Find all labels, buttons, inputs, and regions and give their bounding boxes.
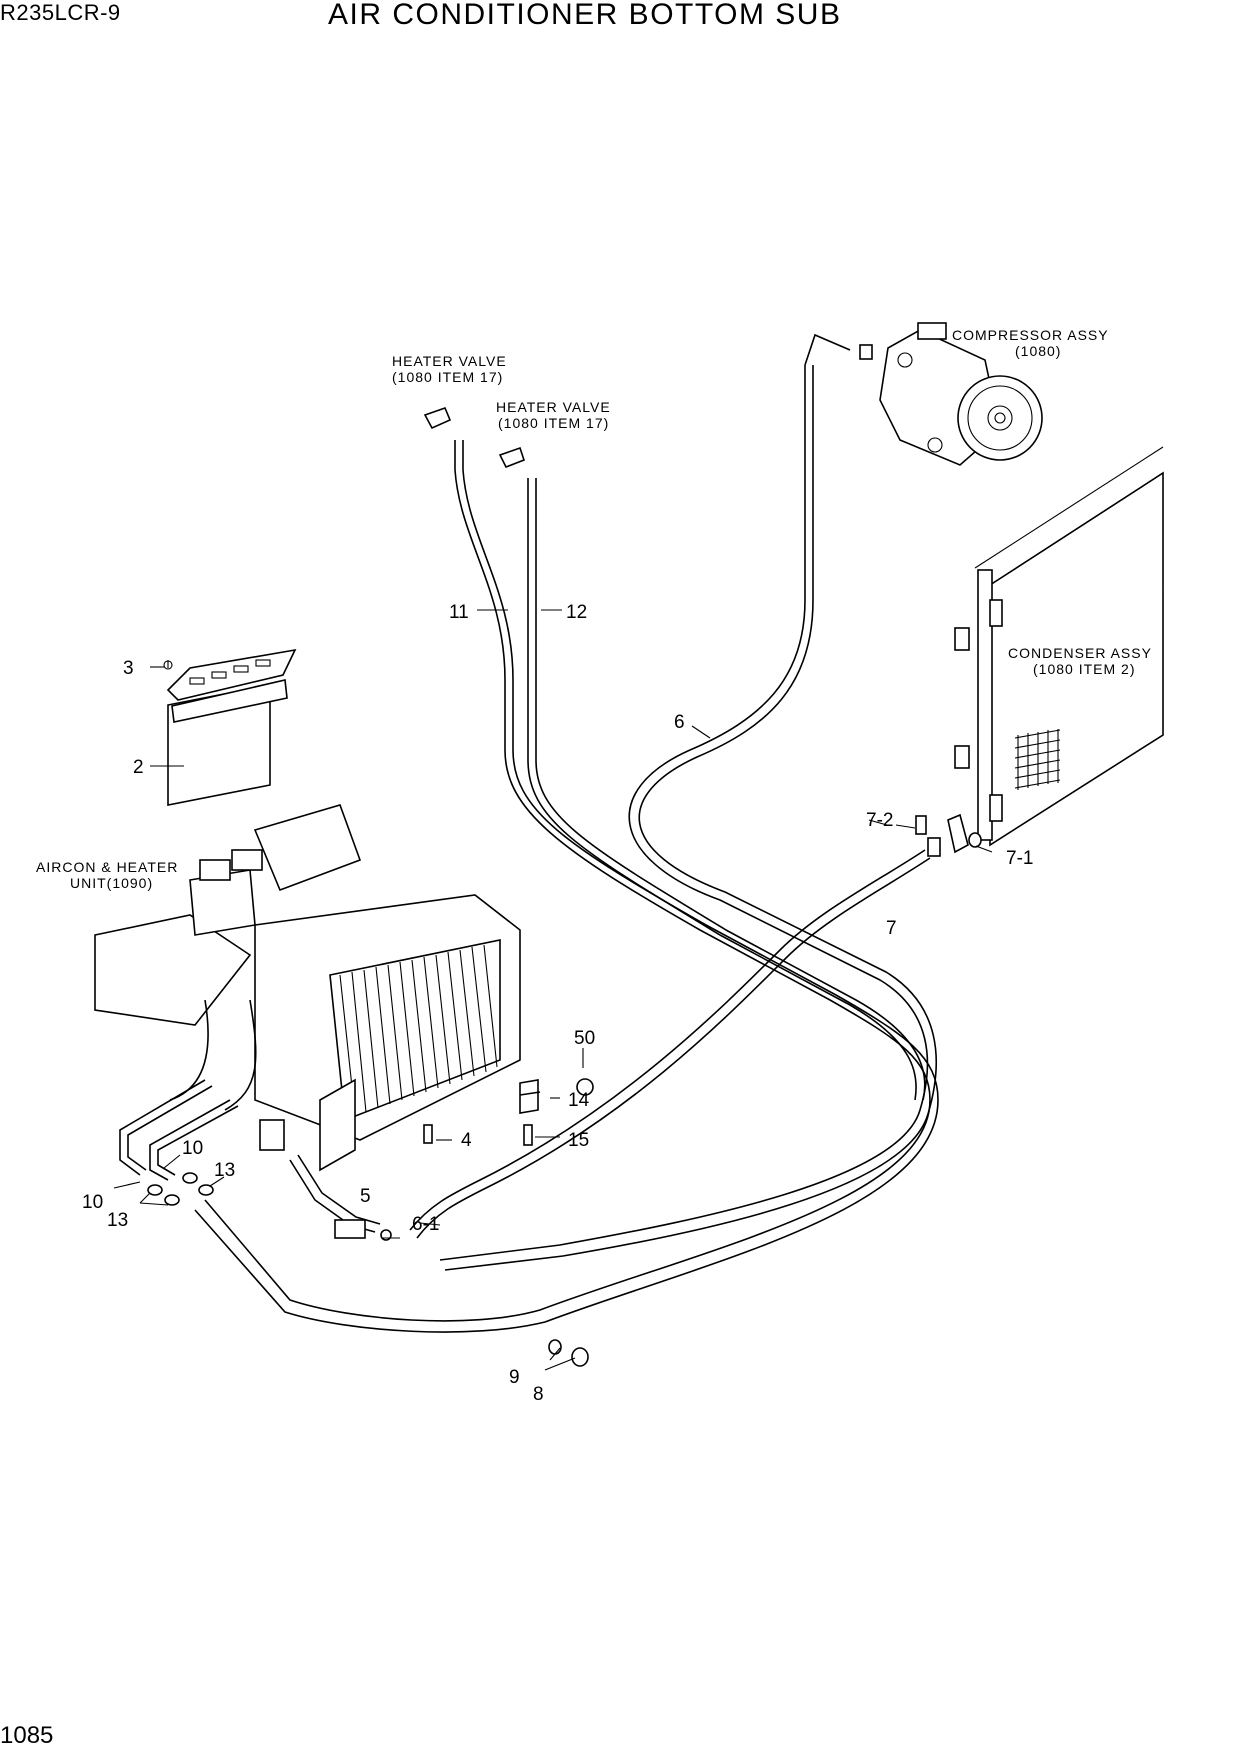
part-number-15: 15 xyxy=(568,1130,589,1151)
compressor-assembly xyxy=(879,322,1043,466)
part-number-7-1: 7-1 xyxy=(1006,848,1033,869)
part-number-14: 14 xyxy=(568,1090,590,1111)
part-number-6-1: 6-1 xyxy=(412,1214,439,1235)
discharge-hose xyxy=(409,813,969,1239)
part-number-8: 8 xyxy=(533,1384,544,1405)
heater-hoses xyxy=(194,440,939,1333)
page-title: AIR CONDITIONER BOTTOM SUB xyxy=(328,0,842,31)
part-number-13-upper: 13 xyxy=(214,1160,235,1181)
part-number-3: 3 xyxy=(123,658,134,679)
part-number-9: 9 xyxy=(509,1367,520,1388)
condenser-assembly xyxy=(954,446,1164,847)
condenser-label-line1: CONDENSER ASSY xyxy=(1008,645,1152,661)
part-number-7: 7 xyxy=(886,918,897,939)
page-number: 1085 xyxy=(0,1722,54,1749)
heater-valve-label-1-line2: (1080 ITEM 17) xyxy=(392,369,503,385)
heater-valve-label-2-line2: (1080 ITEM 17) xyxy=(498,415,609,431)
part-number-7-2: 7-2 xyxy=(866,810,893,831)
control-panel xyxy=(163,648,297,806)
part-number-5: 5 xyxy=(360,1186,371,1207)
suction-hose xyxy=(439,333,937,1271)
part-number-12: 12 xyxy=(566,602,587,623)
part-number-4: 4 xyxy=(461,1130,472,1151)
part-number-10-upper: 10 xyxy=(182,1138,203,1159)
part-number-50: 50 xyxy=(574,1028,595,1049)
lower-tubes xyxy=(119,1079,381,1233)
part-number-10-lower: 10 xyxy=(82,1192,103,1213)
heater-valve-label-1-line1: HEATER VALVE xyxy=(392,353,507,369)
aircon-unit-label-line2: UNIT(1090) xyxy=(70,875,153,891)
leader-lines xyxy=(113,609,993,1371)
part-number-13-lower: 13 xyxy=(107,1210,128,1231)
fittings xyxy=(334,344,982,1367)
aircon-heater-unit xyxy=(94,804,521,1172)
compressor-label-line1: COMPRESSOR ASSY xyxy=(952,327,1109,343)
model-code: R235LCR-9 xyxy=(0,0,121,25)
part-number-11: 11 xyxy=(449,602,469,623)
compressor-label-line2: (1080) xyxy=(1015,343,1061,359)
heater-valve-label-2-line1: HEATER VALVE xyxy=(496,399,611,415)
condenser-label-line2: (1080 ITEM 2) xyxy=(1033,661,1135,677)
aircon-unit-label-line1: AIRCON & HEATER xyxy=(36,859,178,875)
part-number-2: 2 xyxy=(133,757,144,778)
part-number-6: 6 xyxy=(674,712,685,733)
